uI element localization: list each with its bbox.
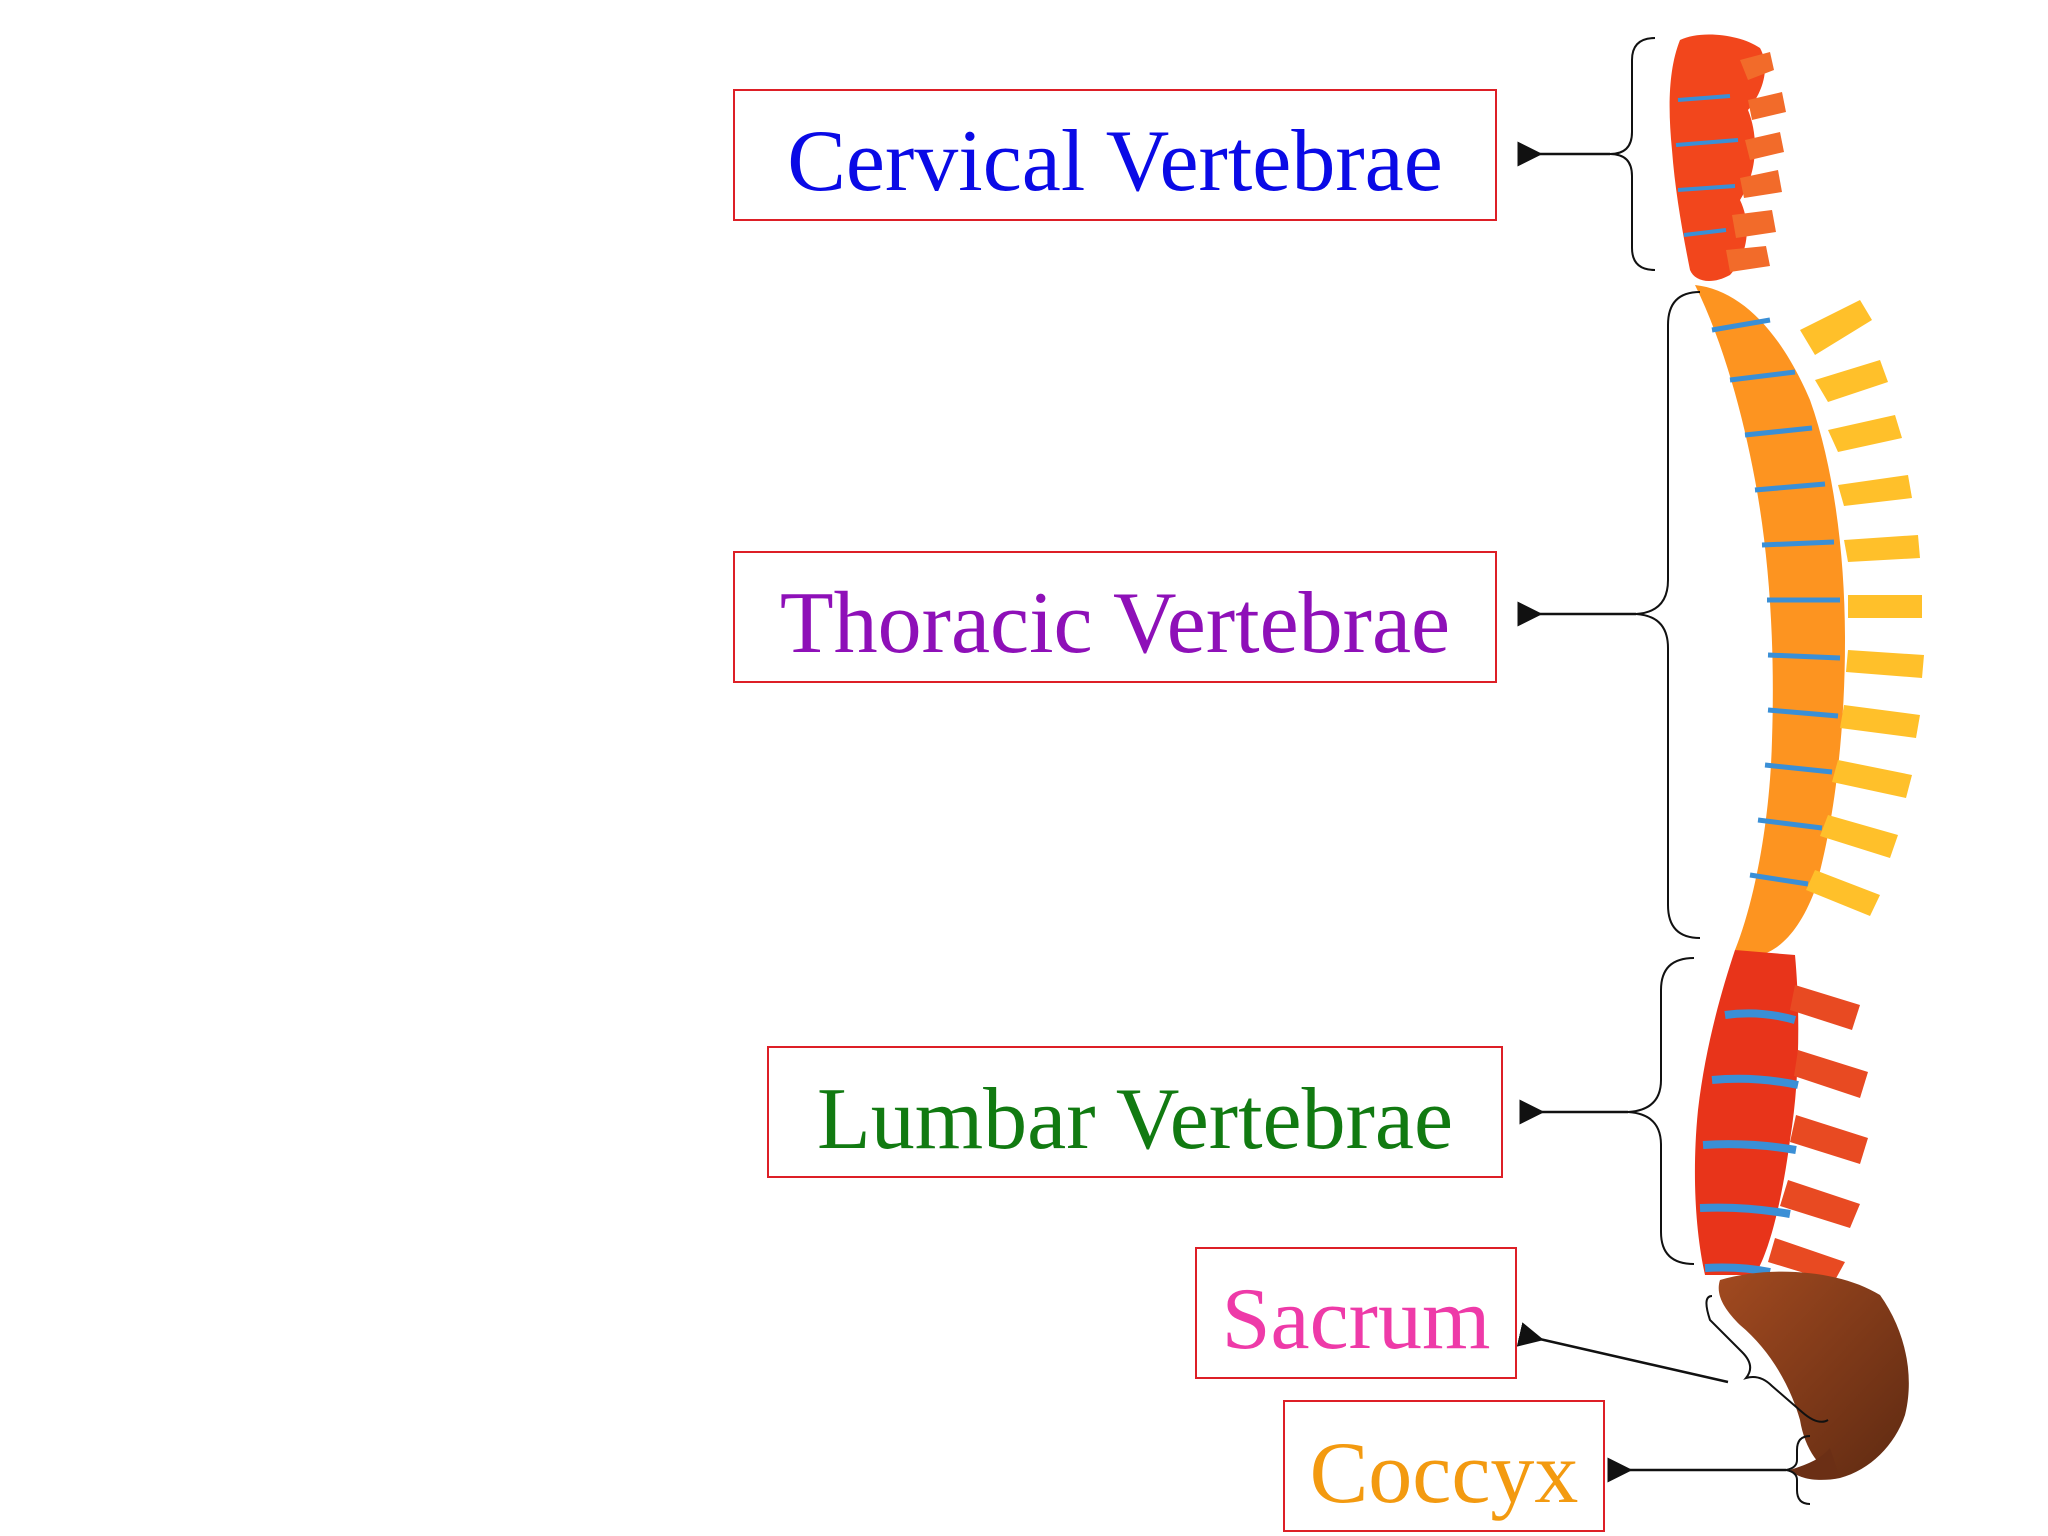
sacrum-bracket bbox=[1705, 1295, 1829, 1423]
label-box-sacrum bbox=[1195, 1247, 1517, 1379]
label-thoracic: Thoracic Vertebrae bbox=[733, 551, 1497, 683]
lumbar-bracket bbox=[1627, 957, 1695, 1265]
lumbar-vertebrae-label: Lumbar Vertebrae bbox=[817, 1071, 1453, 1168]
thoracic-process bbox=[1806, 870, 1880, 916]
sacrum-label: Sacrum bbox=[1222, 1271, 1491, 1368]
lumbar-process bbox=[1780, 1180, 1860, 1228]
disc bbox=[1767, 652, 1841, 661]
cervical-process bbox=[1740, 52, 1774, 80]
cervical-bracket bbox=[1609, 37, 1656, 271]
cervical-process bbox=[1740, 170, 1782, 198]
lumbar-process bbox=[1790, 1115, 1868, 1164]
cervical-vertebrae-illustration bbox=[1669, 34, 1786, 282]
disc bbox=[1704, 1263, 1771, 1276]
coccyx-bone bbox=[1790, 1448, 1840, 1480]
disc bbox=[1675, 138, 1739, 147]
label-box-coccyx bbox=[1283, 1400, 1605, 1532]
arrows bbox=[1516, 141, 1786, 1483]
disc bbox=[1699, 1203, 1791, 1218]
disc bbox=[1767, 707, 1839, 719]
lumbar-column bbox=[1694, 950, 1799, 1275]
cervical-vertebrae-label: Cervical Vertebrae bbox=[787, 113, 1443, 210]
lumbar-process bbox=[1768, 1238, 1845, 1282]
thoracic-process bbox=[1844, 535, 1920, 562]
lumbar-vertebrae-illustration bbox=[1694, 950, 1868, 1282]
thoracic-process bbox=[1820, 815, 1898, 858]
label-lumbar: Lumbar Vertebrae bbox=[767, 1046, 1503, 1178]
disc bbox=[1764, 762, 1833, 775]
thoracic-vertebrae-label: Thoracic Vertebrae bbox=[780, 575, 1450, 672]
disc bbox=[1702, 1140, 1797, 1154]
thoracic-process bbox=[1800, 300, 1872, 355]
thoracic-process bbox=[1848, 595, 1922, 618]
thoracic-process bbox=[1832, 760, 1912, 798]
lumbar-process bbox=[1794, 1050, 1868, 1098]
disc bbox=[1729, 369, 1796, 383]
spine-illustration bbox=[1669, 34, 1924, 1480]
sacrum-coccyx-illustration bbox=[1718, 1271, 1909, 1480]
thoracic-column bbox=[1695, 285, 1845, 955]
coccyx-label: Coccyx bbox=[1310, 1425, 1579, 1522]
thoracic-process bbox=[1846, 650, 1924, 678]
sacrum-arrow bbox=[1516, 1322, 1729, 1384]
disc bbox=[1761, 539, 1835, 548]
disc bbox=[1677, 94, 1731, 102]
disc bbox=[1749, 872, 1809, 887]
disc bbox=[1754, 481, 1826, 493]
disc bbox=[1744, 425, 1813, 438]
label-sacrum: Sacrum bbox=[1195, 1247, 1517, 1379]
disc bbox=[1711, 1074, 1799, 1089]
disc bbox=[1711, 317, 1771, 333]
disc bbox=[1677, 184, 1736, 192]
disc bbox=[1724, 1009, 1797, 1024]
cervical-process bbox=[1745, 132, 1784, 160]
cervical-process bbox=[1726, 246, 1770, 272]
thoracic-bracket bbox=[1635, 291, 1701, 939]
thoracic-process bbox=[1838, 475, 1912, 506]
thoracic-process bbox=[1815, 360, 1888, 402]
lumbar-process bbox=[1790, 985, 1860, 1030]
label-coccyx: Coccyx bbox=[1283, 1400, 1605, 1532]
label-cervical: Cervical Vertebrae bbox=[733, 89, 1497, 221]
thoracic-process bbox=[1840, 705, 1920, 738]
sacrum-bone bbox=[1718, 1271, 1909, 1478]
disc bbox=[1757, 817, 1823, 831]
thoracic-process bbox=[1828, 415, 1902, 452]
thoracic-vertebrae-illustration bbox=[1695, 285, 1924, 955]
label-box-thoracic bbox=[733, 551, 1497, 683]
cervical-process bbox=[1732, 210, 1776, 238]
label-box-lumbar bbox=[767, 1046, 1503, 1178]
disc bbox=[1683, 228, 1727, 237]
cervical-process bbox=[1748, 92, 1786, 120]
label-box-cervical bbox=[733, 89, 1497, 221]
